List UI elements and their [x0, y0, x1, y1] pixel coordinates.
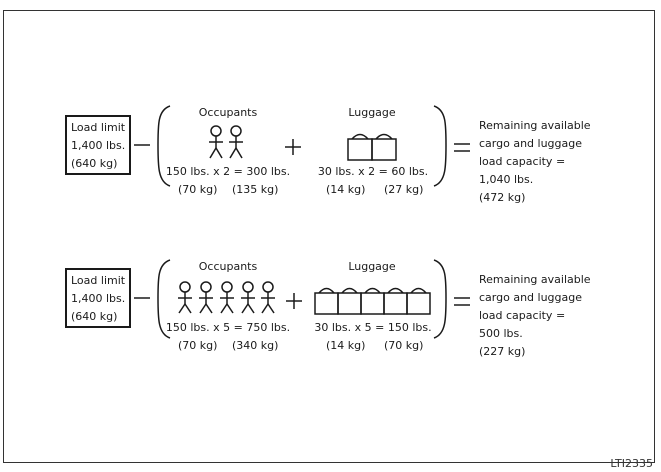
result-line: load capacity = [479, 155, 566, 168]
result-line: load capacity = [479, 309, 566, 322]
luggage-total-kg-2: (70 kg) [384, 339, 424, 352]
result-lbs: 1,040 lbs. [479, 173, 534, 186]
occupants-calc-2: 150 lbs. x 5 = 750 lbs. [165, 321, 291, 334]
result-line: cargo and luggage [479, 137, 583, 150]
person-icon [261, 281, 275, 314]
luggage-icon [360, 287, 385, 315]
luggage-label-2: Luggage [348, 260, 396, 273]
person-icon [209, 125, 223, 159]
person-icon [178, 281, 192, 314]
person-icon [229, 125, 243, 159]
occupants-unit-kg-2: (70 kg) [178, 339, 218, 352]
luggage-total-kg-1: (27 kg) [384, 183, 424, 196]
open-bracket-1 [157, 105, 171, 187]
luggage-icon [371, 133, 397, 161]
figure-frame [3, 10, 655, 463]
occupants-label-1: Occupants [198, 106, 258, 119]
luggage-label-1: Luggage [348, 106, 396, 119]
luggage-icon [314, 287, 339, 315]
luggage-bags-2 [314, 287, 431, 315]
occupants-calc-1: 150 lbs. x 2 = 300 lbs. [165, 165, 291, 178]
close-bracket-1 [433, 105, 447, 187]
equals-sign-2 [454, 297, 470, 306]
plus-sign-1 [285, 139, 301, 155]
occupants-unit-kg-1: (70 kg) [178, 183, 218, 196]
occupant-figures-1 [209, 125, 243, 159]
load-limit-label: Load limit [71, 274, 126, 287]
load-limit-kg: (640 kg) [71, 310, 118, 323]
load-limit-box-1 [65, 115, 131, 175]
load-limit-text-2: Load limit 1,400 lbs. (640 kg) [71, 272, 125, 326]
result-kg: (472 kg) [479, 191, 526, 204]
luggage-calc-1: 30 lbs. x 2 = 60 lbs. [317, 165, 429, 178]
load-limit-kg: (640 kg) [71, 157, 118, 170]
load-limit-lbs: 1,400 lbs. [71, 292, 126, 305]
load-limit-label: Load limit [71, 121, 126, 134]
luggage-unit-kg-2: (14 kg) [326, 339, 366, 352]
result-text-2: Remaining available cargo and luggage lo… [479, 271, 591, 361]
occupants-label-2: Occupants [198, 260, 258, 273]
occupants-total-kg-1: (135 kg) [232, 183, 279, 196]
result-line: cargo and luggage [479, 291, 583, 304]
luggage-icon [383, 287, 408, 315]
result-lbs: 500 lbs. [479, 327, 523, 340]
close-bracket-2 [433, 259, 447, 339]
luggage-icon [347, 133, 373, 161]
luggage-bags-1 [347, 133, 397, 161]
luggage-icon [337, 287, 362, 315]
occupant-figures-2 [178, 281, 275, 314]
result-text-1: Remaining available cargo and luggage lo… [479, 117, 591, 207]
result-line: Remaining available [479, 273, 591, 286]
load-limit-box-2 [65, 268, 131, 328]
luggage-calc-2: 30 lbs. x 5 = 150 lbs. [314, 321, 432, 334]
result-line: Remaining available [479, 119, 591, 132]
equals-sign-1 [454, 143, 470, 152]
load-limit-text-1: Load limit 1,400 lbs. (640 kg) [71, 119, 125, 173]
person-icon [199, 281, 213, 314]
luggage-icon [406, 287, 431, 315]
open-bracket-2 [157, 259, 171, 339]
plus-sign-2 [286, 293, 302, 309]
luggage-unit-kg-1: (14 kg) [326, 183, 366, 196]
result-kg: (227 kg) [479, 345, 526, 358]
figure-code: LTI2335 [610, 457, 653, 470]
load-limit-lbs: 1,400 lbs. [71, 139, 126, 152]
person-icon [241, 281, 255, 314]
occupants-total-kg-2: (340 kg) [232, 339, 279, 352]
person-icon [220, 281, 234, 314]
